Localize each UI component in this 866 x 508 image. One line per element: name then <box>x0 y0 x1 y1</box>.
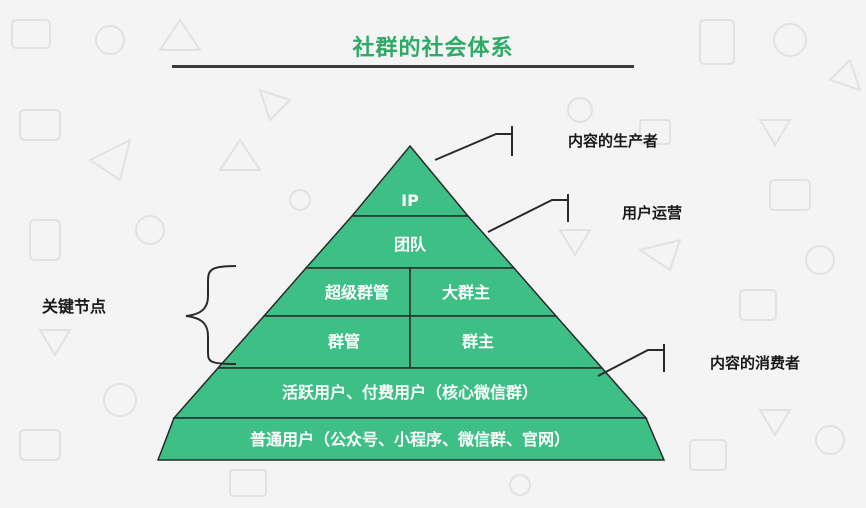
consumer-label: 内容的消费者 <box>710 354 801 372</box>
pyramid-team-label: 团队 <box>394 235 427 254</box>
operations-connector <box>487 199 568 233</box>
consumer-connector <box>597 349 664 377</box>
key-nodes-label: 关键节点 <box>42 297 107 316</box>
pyramid-normal-users-label: 普通用户（公众号、小程序、微信群、官网） <box>250 430 570 449</box>
pyramid-layer-row4-left <box>216 315 411 369</box>
producer-label: 内容的生产者 <box>568 132 659 150</box>
left-curly-brace <box>185 265 237 365</box>
pyramid-big-owner-label: 大群主 <box>442 283 490 302</box>
pyramid-layer-row4-right <box>409 315 604 369</box>
pyramid-owner-label: 群主 <box>462 332 494 351</box>
operations-label: 用户运营 <box>622 204 683 222</box>
pyramid-active-users-label: 活跃用户、付费用户（核心微信群） <box>282 383 538 402</box>
page-title: 社群的社会体系 <box>352 36 514 61</box>
pyramid-apex-label: IP <box>401 191 419 210</box>
pyramid-admin-label: 群管 <box>328 332 360 351</box>
pyramid-super-admin-label: 超级群管 <box>324 283 389 302</box>
title-underline <box>172 65 634 68</box>
pyramid-layer-normal-users <box>156 417 666 461</box>
producer-connector <box>434 133 512 161</box>
